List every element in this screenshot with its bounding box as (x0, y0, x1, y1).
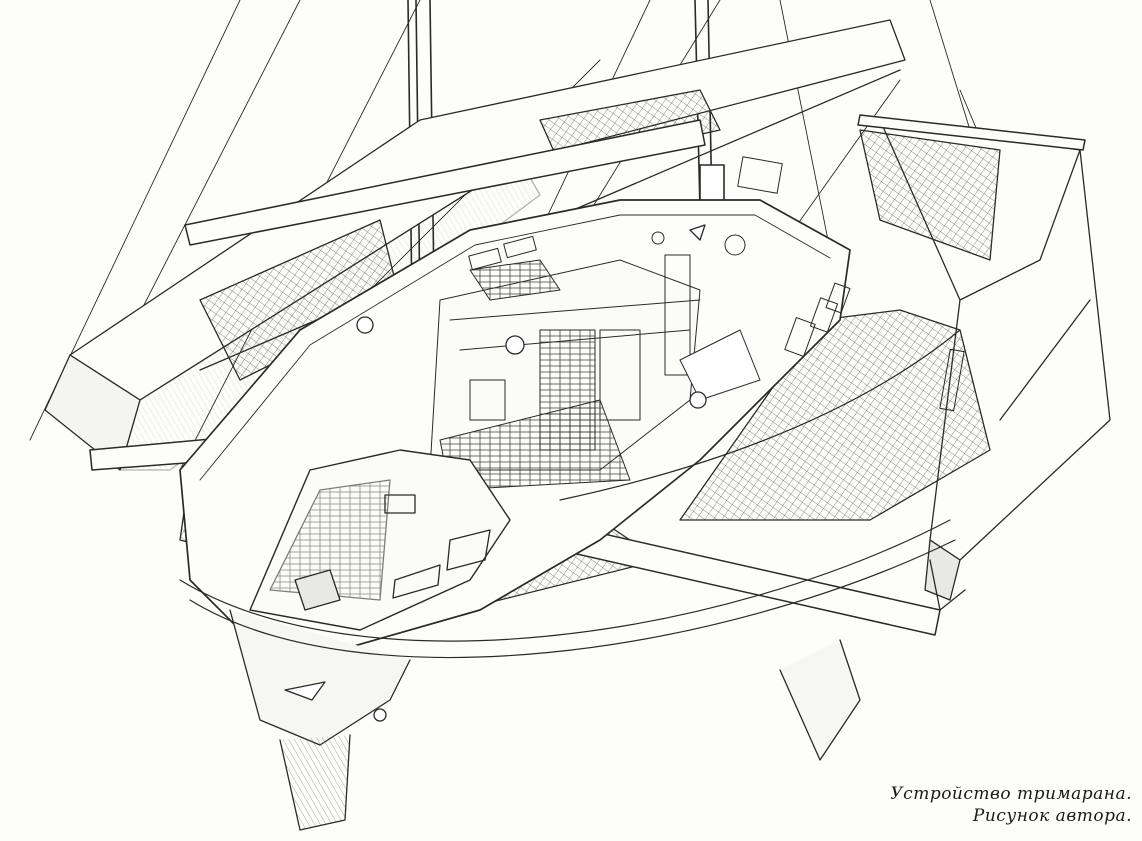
deck-edge-lines (179, 329, 961, 659)
caption-title: Устройство тримарана. (890, 784, 1132, 804)
figure-caption: Устройство тримарана. Рисунок автора. (890, 783, 1132, 827)
cabin-interior (429, 231, 761, 491)
deck-fittings (284, 224, 707, 722)
forward-deckhouse (249, 449, 511, 631)
caption-author: Рисунок автора. (972, 806, 1132, 826)
cabin-windows (468, 156, 965, 412)
